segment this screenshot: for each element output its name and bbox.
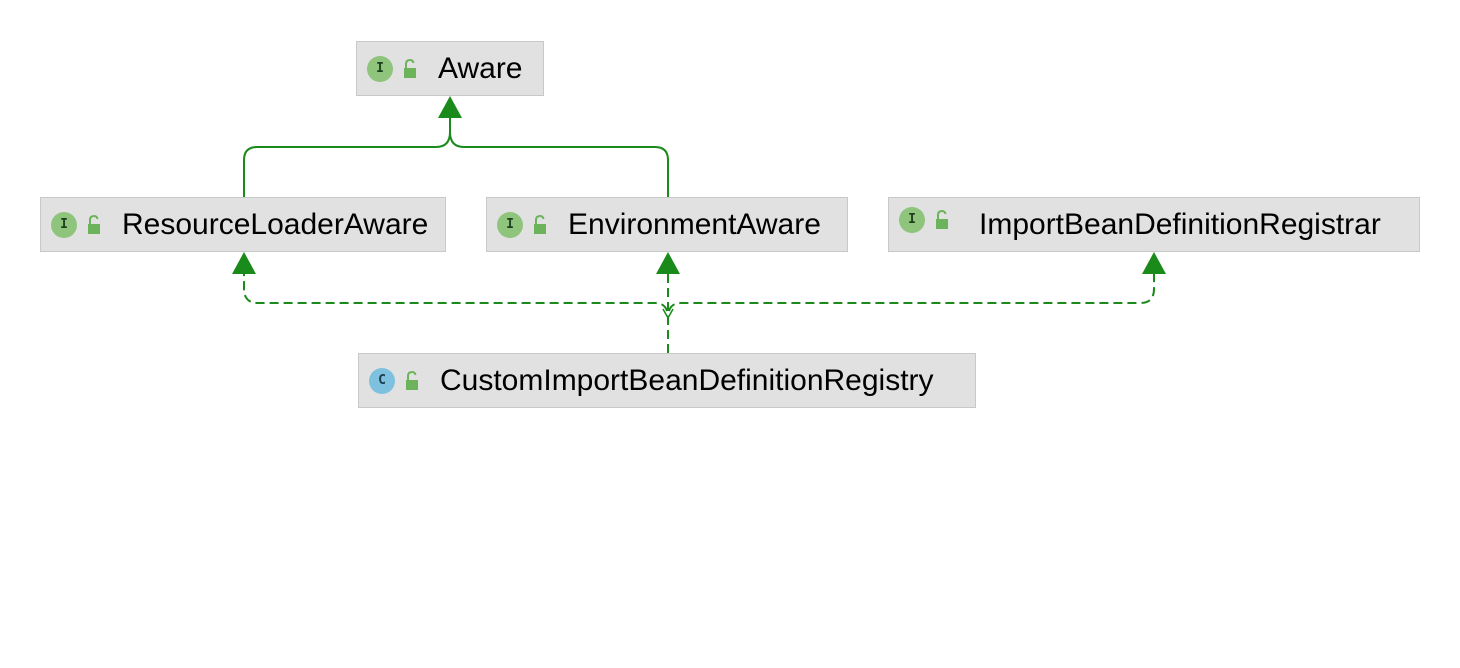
interface-icon: I xyxy=(51,211,77,238)
arrowhead-environmentaware xyxy=(656,252,680,274)
arrowhead-importbeandefinitionregistrar xyxy=(1142,252,1166,274)
public-lock-icon xyxy=(534,214,546,234)
node-label: ResourceLoaderAware xyxy=(122,207,429,241)
public-lock-icon xyxy=(936,209,948,229)
edge-custom-to-resourceloaderaware xyxy=(243,272,669,353)
arrowhead-resourceloaderaware xyxy=(232,252,256,274)
edge-environmentaware-to-aware xyxy=(449,112,669,197)
edge-resourceloaderaware-to-aware xyxy=(243,112,451,197)
node-label: ImportBeanDefinitionRegistrar xyxy=(979,207,1381,241)
arrowhead-aware xyxy=(438,96,462,118)
interface-icon: I xyxy=(367,55,393,82)
node-resourceloaderaware[interactable]: I ResourceLoaderAware xyxy=(40,197,446,252)
node-aware[interactable]: I Aware xyxy=(356,41,544,96)
interface-icon: I xyxy=(497,211,523,238)
edge-custom-to-importbeandefinitionregistrar xyxy=(667,272,1155,353)
node-environmentaware[interactable]: I EnvironmentAware xyxy=(486,197,848,252)
interface-icon: I xyxy=(899,206,925,233)
public-lock-icon xyxy=(404,58,416,78)
junction-marker xyxy=(662,308,674,320)
class-icon: C xyxy=(369,367,395,394)
node-label: CustomImportBeanDefinitionRegistry xyxy=(440,363,934,397)
node-importbeandefinitionregistrar[interactable]: I ImportBeanDefinitionRegistrar xyxy=(888,197,1420,252)
node-label: EnvironmentAware xyxy=(568,207,821,241)
node-label: Aware xyxy=(438,51,523,85)
node-customimportbeandefinitionregistry[interactable]: C CustomImportBeanDefinitionRegistry xyxy=(358,353,976,408)
public-lock-icon xyxy=(88,214,100,234)
public-lock-icon xyxy=(406,370,418,390)
